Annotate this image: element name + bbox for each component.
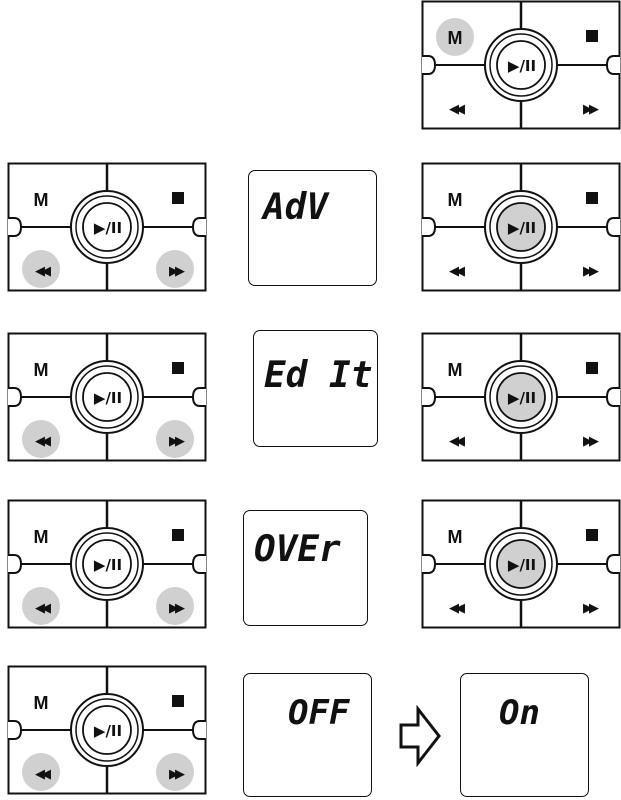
play-pause-button[interactable] [496,539,546,589]
lcd-display-adv: AdV [248,170,377,286]
play-pause-icon: ▶/II [508,219,536,237]
forward-button-highlight [156,753,194,791]
device-panel-step1-confirm: ▶/IIM◀◀▶▶ [421,162,621,292]
side-rocker-notch [8,554,23,574]
stop-icon[interactable] [172,529,184,541]
device-panel-step2-select: ▶/IIM◀◀▶▶ [7,332,207,462]
lcd-display-over: OVEr [243,510,368,626]
forward-button-highlight [156,250,194,288]
side-rocker-notch [422,554,437,574]
play-pause-icon: ▶/II [94,219,122,237]
side-rocker-notch [605,217,620,237]
side-rocker-notch [8,720,23,740]
forward-button-highlight [156,420,194,458]
menu-button[interactable]: M [34,190,49,210]
side-rocker-notch [422,387,437,407]
play-pause-button[interactable] [496,40,546,90]
stop-icon[interactable] [586,362,598,374]
menu-button[interactable]: M [34,360,49,380]
lcd-text-off: OFF [288,693,351,733]
device-panel-menu: ▶/IIM◀◀▶▶ [421,0,621,130]
play-pause-button[interactable] [496,202,546,252]
lcd-text-on: On [499,693,540,733]
device-panel-step4-select: ▶/IIM◀◀▶▶ [7,665,207,795]
side-rocker-notch [422,217,437,237]
menu-button[interactable]: M [448,360,463,380]
side-rocker-notch [191,554,206,574]
device-panel-step3-confirm: ▶/IIM◀◀▶▶ [421,499,621,629]
play-pause-icon: ▶/II [508,389,536,407]
stop-icon[interactable] [586,529,598,541]
side-rocker-notch [8,387,23,407]
lcd-display-edit: Ed It [253,330,378,447]
stop-icon[interactable] [172,192,184,204]
hollow-right-arrow-icon [399,705,441,767]
side-rocker-notch [605,55,620,75]
menu-button[interactable]: M [34,527,49,547]
play-pause-icon: ▶/II [508,556,536,574]
side-rocker-notch [191,387,206,407]
menu-button-highlight [436,18,474,56]
play-pause-button[interactable] [82,202,132,252]
play-pause-icon: ▶/II [94,389,122,407]
stop-icon[interactable] [172,362,184,374]
menu-button[interactable]: M [448,28,463,48]
stop-icon[interactable] [586,30,598,42]
side-rocker-notch [422,55,437,75]
side-rocker-notch [8,217,23,237]
stop-icon[interactable] [586,192,598,204]
play-pause-button[interactable] [496,372,546,422]
lcd-text-adv: AdV [261,187,330,228]
side-rocker-notch [191,217,206,237]
play-pause-button[interactable] [82,539,132,589]
device-panel-step2-confirm: ▶/IIM◀◀▶▶ [421,332,621,462]
play-pause-icon: ▶/II [508,57,536,75]
side-rocker-notch [605,387,620,407]
rewind-button-highlight [22,587,60,625]
play-pause-button[interactable] [82,372,132,422]
menu-button[interactable]: M [448,190,463,210]
side-rocker-notch [191,720,206,740]
lcd-text-over: OVEr [254,529,341,570]
rewind-button-highlight [22,250,60,288]
menu-button[interactable]: M [448,527,463,547]
menu-button[interactable]: M [34,693,49,713]
forward-button-highlight [156,587,194,625]
stop-icon[interactable] [172,695,184,707]
rewind-button-highlight [22,420,60,458]
device-panel-step3-select: ▶/IIM◀◀▶▶ [7,499,207,629]
play-pause-icon: ▶/II [94,556,122,574]
lcd-display-off: OFF [243,673,372,797]
lcd-text-edit: Ed It [264,355,372,396]
device-panel-step1-select: ▶/IIM◀◀▶▶ [7,162,207,292]
rewind-button-highlight [22,753,60,791]
play-pause-button[interactable] [82,705,132,755]
play-pause-icon: ▶/II [94,722,122,740]
lcd-display-on: On [460,673,589,797]
side-rocker-notch [605,554,620,574]
